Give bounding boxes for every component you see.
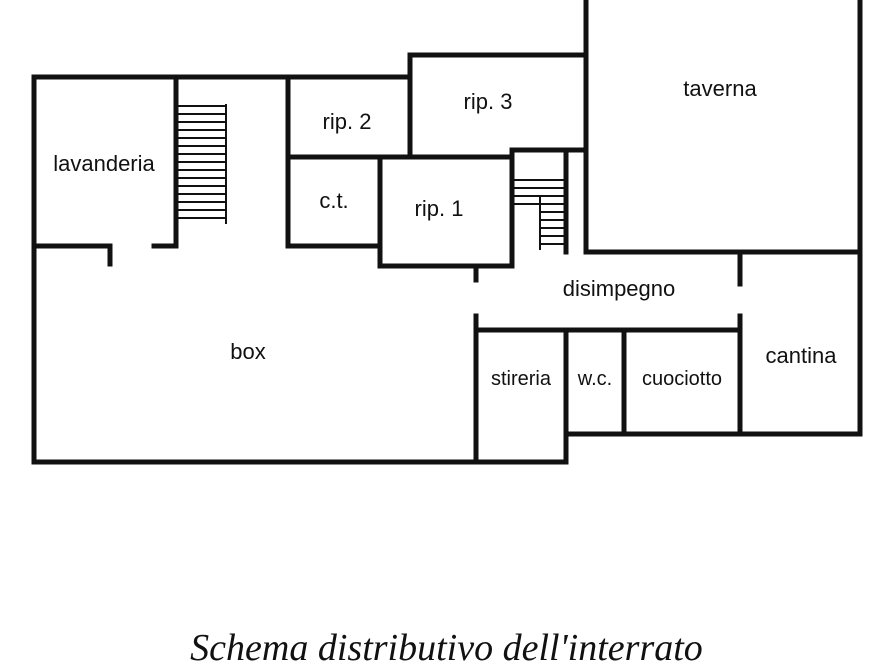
walls	[31, 0, 863, 465]
staircase-right	[514, 179, 564, 250]
room-label-cuociotto: cuociotto	[642, 368, 722, 390]
room-label-rip-2: rip. 2	[323, 109, 372, 134]
room-label-wc: w.c.	[577, 368, 612, 390]
room-label-stireria: stireria	[491, 368, 552, 390]
room-label-rip-1: rip. 1	[415, 196, 464, 221]
staircase-left	[178, 104, 227, 224]
room-label-rip-3: rip. 3	[464, 89, 513, 114]
plan-caption: Schema distributivo dell'interrato	[190, 627, 703, 669]
room-label-ct: c.t.	[319, 188, 348, 213]
room-label-cantina: cantina	[766, 343, 838, 368]
room-label-lavanderia: lavanderia	[53, 151, 155, 176]
room-label-box: box	[230, 339, 265, 364]
room-label-disimpegno: disimpegno	[563, 276, 676, 301]
room-label-taverna: taverna	[683, 76, 757, 101]
